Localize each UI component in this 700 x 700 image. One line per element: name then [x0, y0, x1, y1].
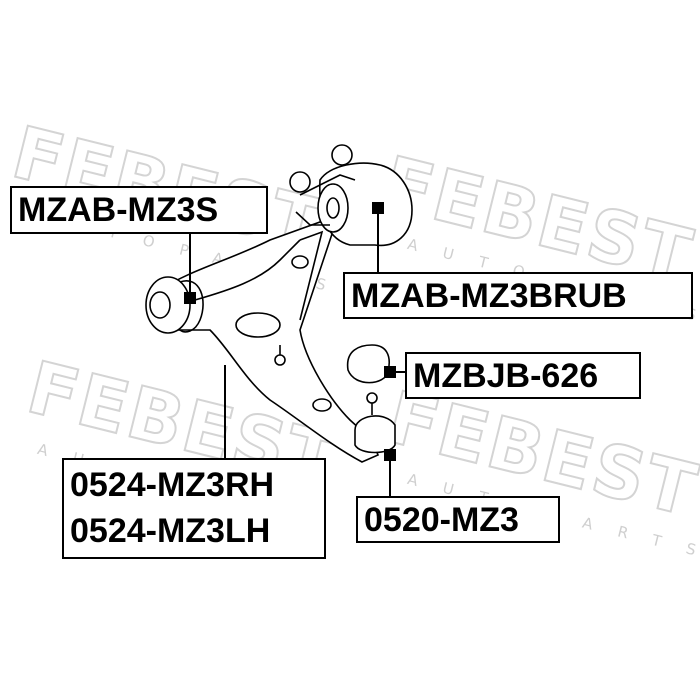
label-control-arm: 0524-MZ3RH 0524-MZ3LH	[62, 458, 326, 559]
label-mzab-mz3s: MZAB-MZ3S	[10, 186, 268, 234]
label-mzbjb-626: MZBJB-626	[405, 352, 641, 399]
label-0520-mz3: 0520-MZ3	[356, 496, 560, 543]
label-mzab-mz3brub: MZAB-MZ3BRUB	[343, 272, 693, 319]
label-0524-mz3lh: 0524-MZ3LH	[70, 512, 271, 550]
label-0524-mz3rh: 0524-MZ3RH	[70, 466, 275, 504]
